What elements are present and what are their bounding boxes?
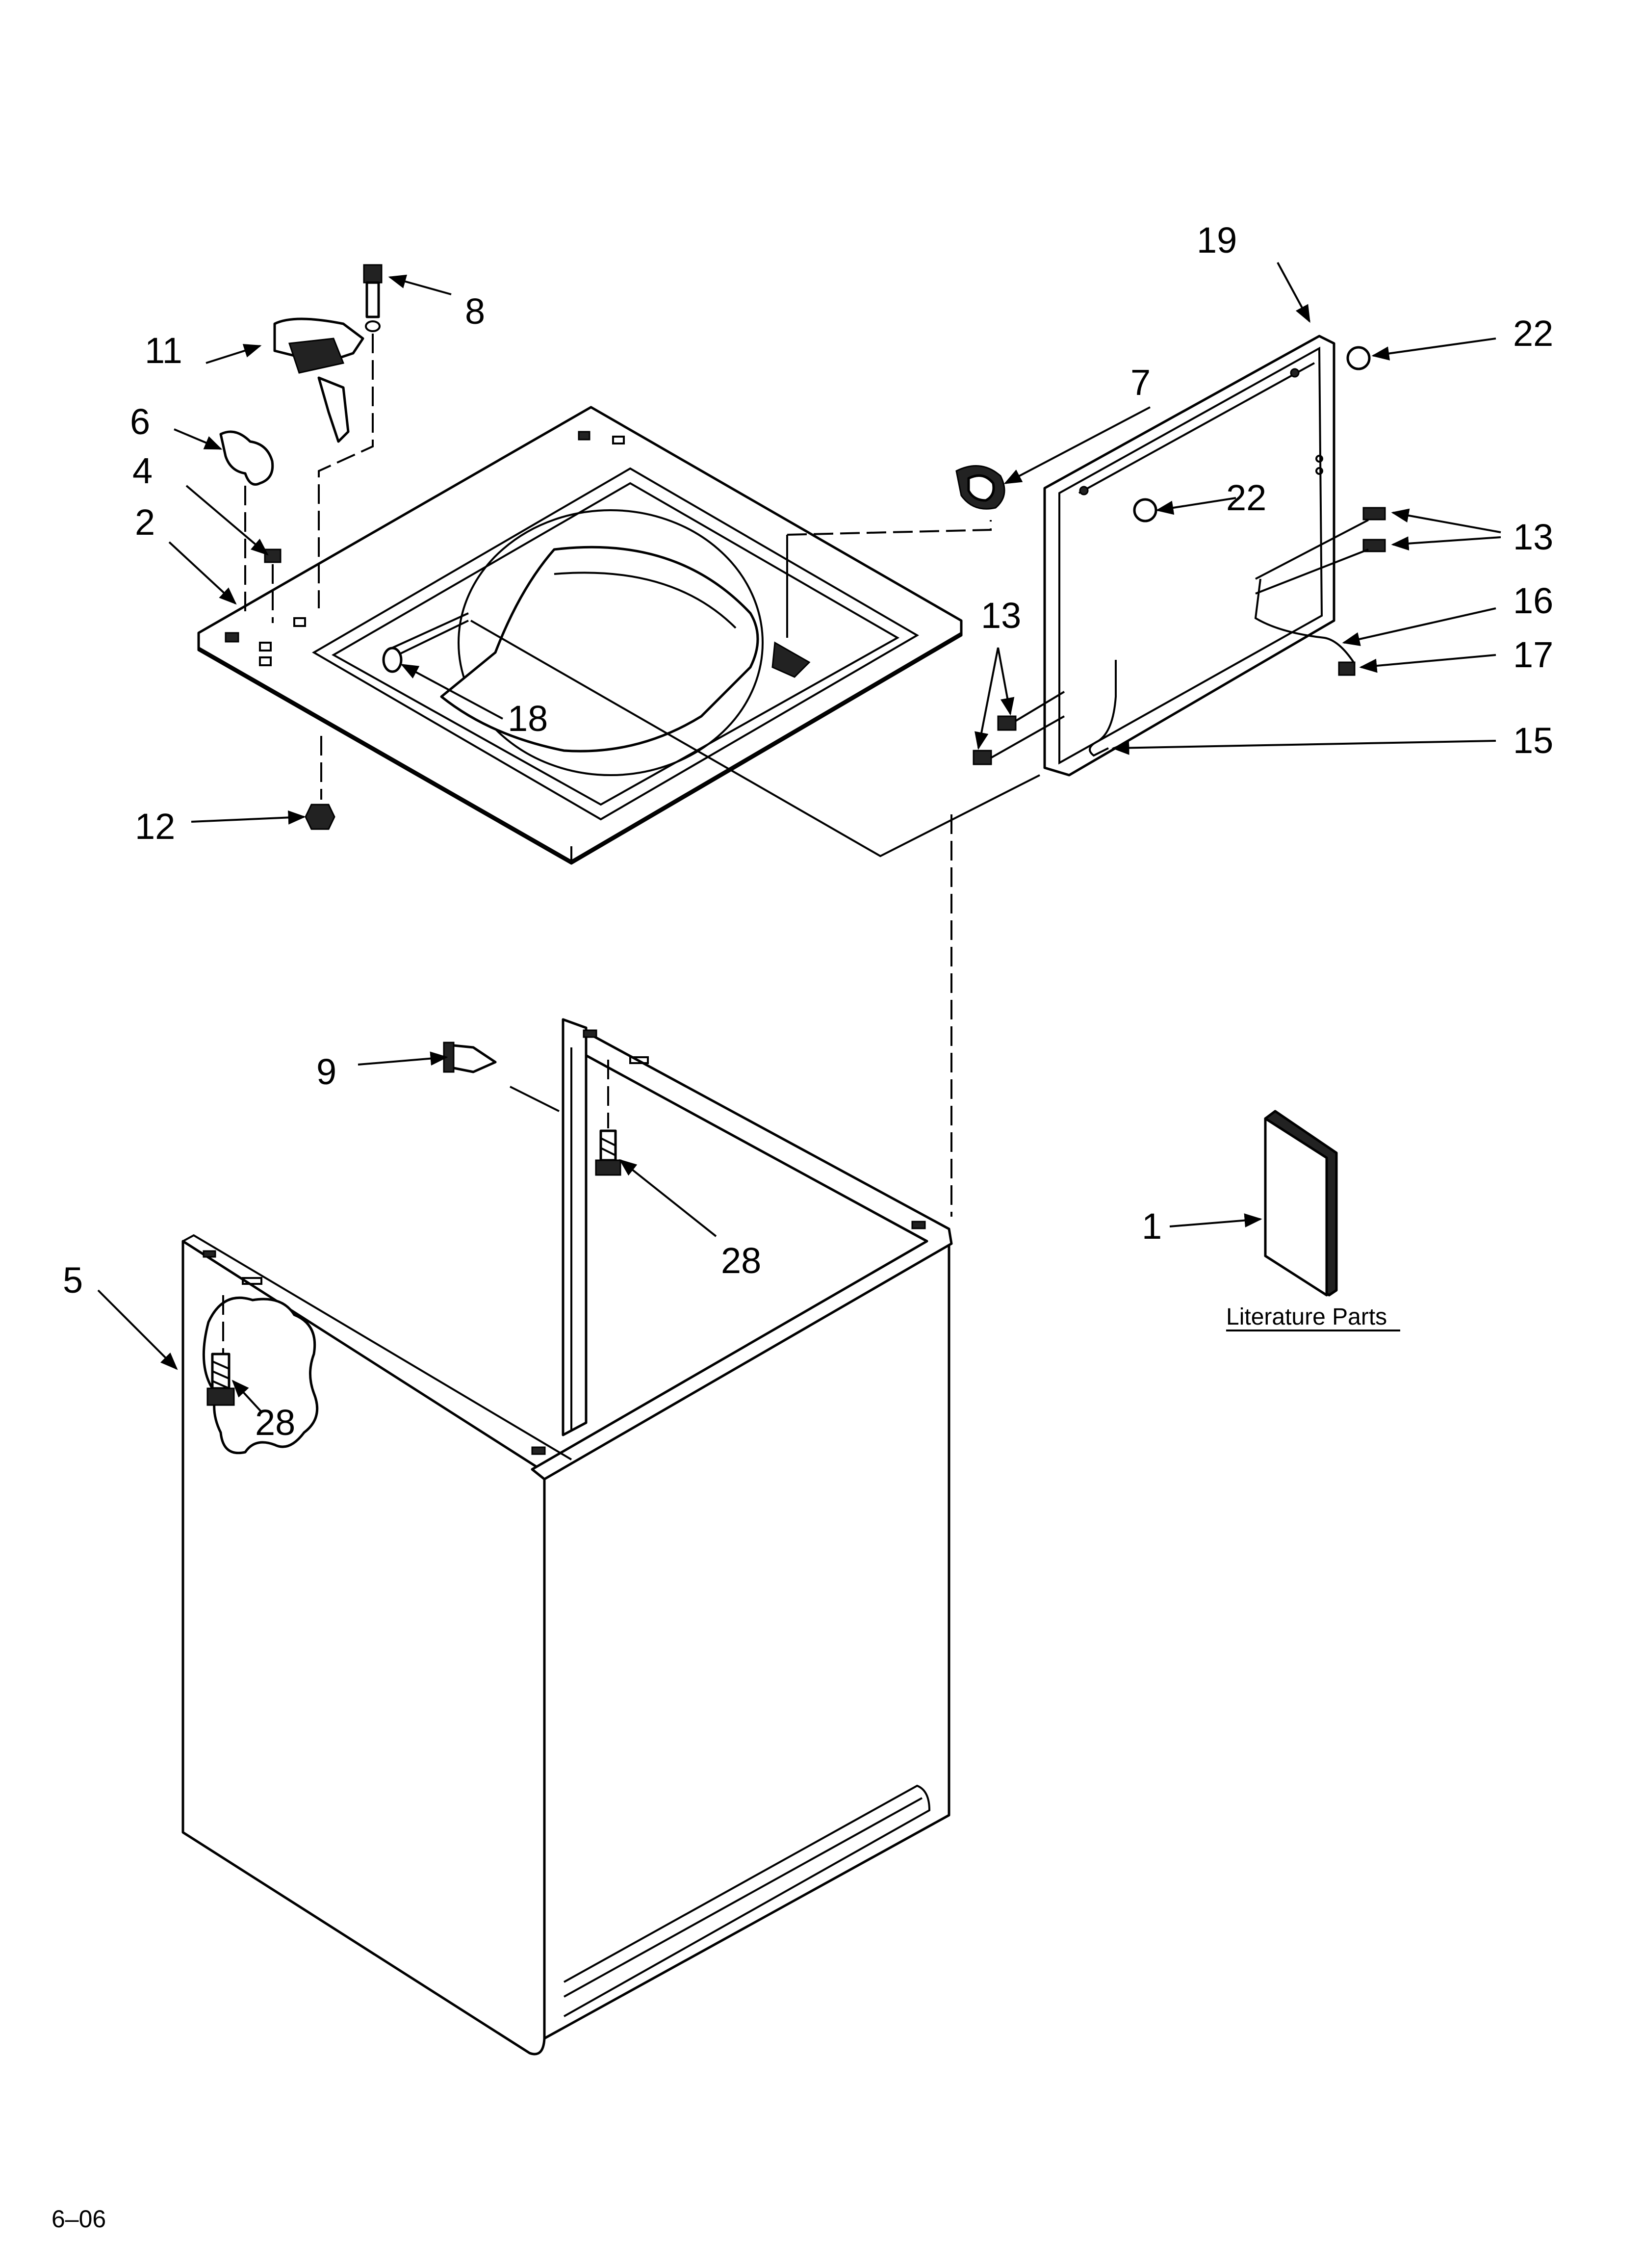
callout-16: 16 — [1513, 580, 1553, 621]
callout-5: 5 — [63, 1260, 83, 1301]
callout-15: 15 — [1513, 720, 1553, 761]
callout-7: 7 — [1130, 362, 1151, 403]
callout-28-back: 28 — [721, 1240, 761, 1281]
callout-17: 17 — [1513, 634, 1553, 675]
callout-9: 9 — [316, 1051, 336, 1092]
callout-1: 1 — [1142, 1206, 1162, 1247]
callout-12: 12 — [135, 806, 175, 847]
callout-19: 19 — [1197, 220, 1237, 261]
literature-parts-label: Literature Parts — [1226, 1304, 1387, 1330]
callout-28-front: 28 — [255, 1402, 295, 1443]
callout-22-mid: 22 — [1226, 477, 1266, 518]
callout-22-top: 22 — [1513, 313, 1553, 354]
callout-13-left: 13 — [981, 595, 1021, 636]
lid — [1043, 335, 1355, 777]
hardware — [219, 264, 1386, 1297]
callout-6: 6 — [130, 401, 150, 442]
top-panel — [197, 406, 963, 865]
cabinet — [181, 1018, 953, 2056]
callout-4: 4 — [132, 450, 153, 491]
page-code: 6–06 — [51, 2205, 106, 2233]
leader-arrows — [97, 262, 1501, 1414]
callout-8: 8 — [465, 291, 485, 332]
callout-13-right: 13 — [1513, 517, 1553, 557]
cabinet-cutaway-detail — [202, 1295, 319, 1455]
assembly-lines — [244, 334, 1369, 1217]
callout-2: 2 — [135, 502, 155, 543]
callout-11: 11 — [145, 330, 182, 371]
callout-labels: 1 2 4 5 6 7 8 9 11 12 13 13 15 16 17 18 … — [63, 220, 1553, 1443]
callout-18: 18 — [508, 698, 548, 739]
